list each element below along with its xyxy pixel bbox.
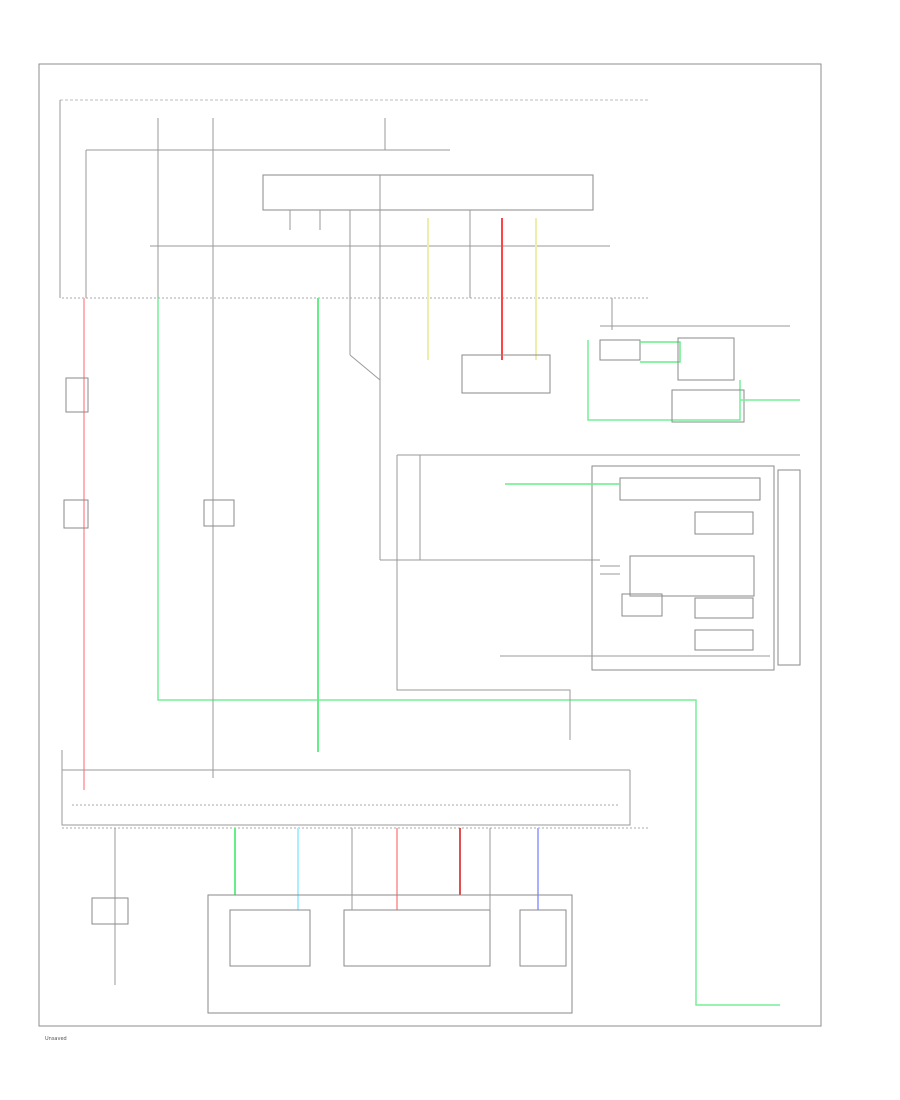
middle-components xyxy=(203,298,600,778)
right-upper-module xyxy=(587,298,800,423)
switch-box-left-mid xyxy=(63,499,89,529)
diagram-frame xyxy=(38,63,822,1027)
footer-label: Unsaved xyxy=(45,1036,67,1042)
combination-switch xyxy=(207,828,573,1014)
engine-control-module xyxy=(396,454,801,740)
switch-box-left-upper xyxy=(65,377,89,413)
wire-green-long xyxy=(157,298,780,1006)
top-fuse-section xyxy=(59,99,650,298)
lower-connector xyxy=(61,750,650,985)
